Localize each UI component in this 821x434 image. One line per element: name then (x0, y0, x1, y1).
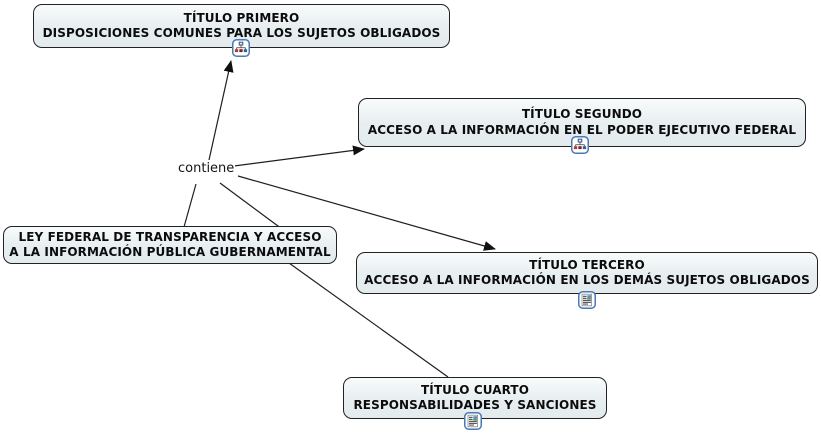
cmap-resource-icon[interactable] (232, 39, 250, 57)
concept-subtitle: A LA INFORMACIÓN PÚBLICA GUBERNAMENTAL (9, 245, 331, 259)
linking-phrase-contiene[interactable]: contiene (177, 161, 236, 176)
document-resource-icon[interactable] (578, 291, 596, 309)
edge-contiene-to-titulo-segundo (233, 145, 365, 167)
concept-root-ley-federal[interactable]: LEY FEDERAL DE TRANSPARENCIA Y ACCESO A … (3, 226, 337, 264)
concept-titulo-primero[interactable]: TÍTULO PRIMERO DISPOSICIONES COMUNES PAR… (33, 4, 450, 48)
concept-subtitle: ACCESO A LA INFORMACIÓN EN LOS DEMÁS SUJ… (364, 273, 810, 287)
concept-title: LEY FEDERAL DE TRANSPARENCIA Y ACCESO (18, 230, 322, 244)
edge-root-to-titulo-cuarto (288, 262, 449, 378)
concept-subtitle: ACCESO A LA INFORMACIÓN EN EL PODER EJEC… (367, 122, 797, 137)
concept-titulo-tercero[interactable]: TÍTULO TERCERO ACCESO A LA INFORMACIÓN E… (356, 252, 818, 294)
document-resource-icon[interactable] (464, 412, 482, 430)
concept-title: TÍTULO TERCERO (529, 257, 645, 272)
concept-title: TÍTULO SEGUNDO (521, 107, 643, 121)
edge-root-to-contiene-left (183, 183, 197, 228)
edge-contiene-to-titulo-primero (208, 60, 234, 161)
concept-title: TÍTULO CUARTO (420, 382, 530, 397)
concept-subtitle: DISPOSICIONES COMUNES PARA LOS SUJETOS O… (42, 26, 441, 40)
edge-root-to-contiene-right (219, 182, 283, 230)
concept-subtitle: RESPONSABILIDADES Y SANCIONES (353, 398, 597, 412)
edge-contiene-to-titulo-tercero (237, 175, 496, 251)
concept-title: TÍTULO PRIMERO (183, 10, 300, 25)
cmap-resource-icon[interactable] (571, 136, 589, 154)
connector-group (183, 60, 496, 378)
